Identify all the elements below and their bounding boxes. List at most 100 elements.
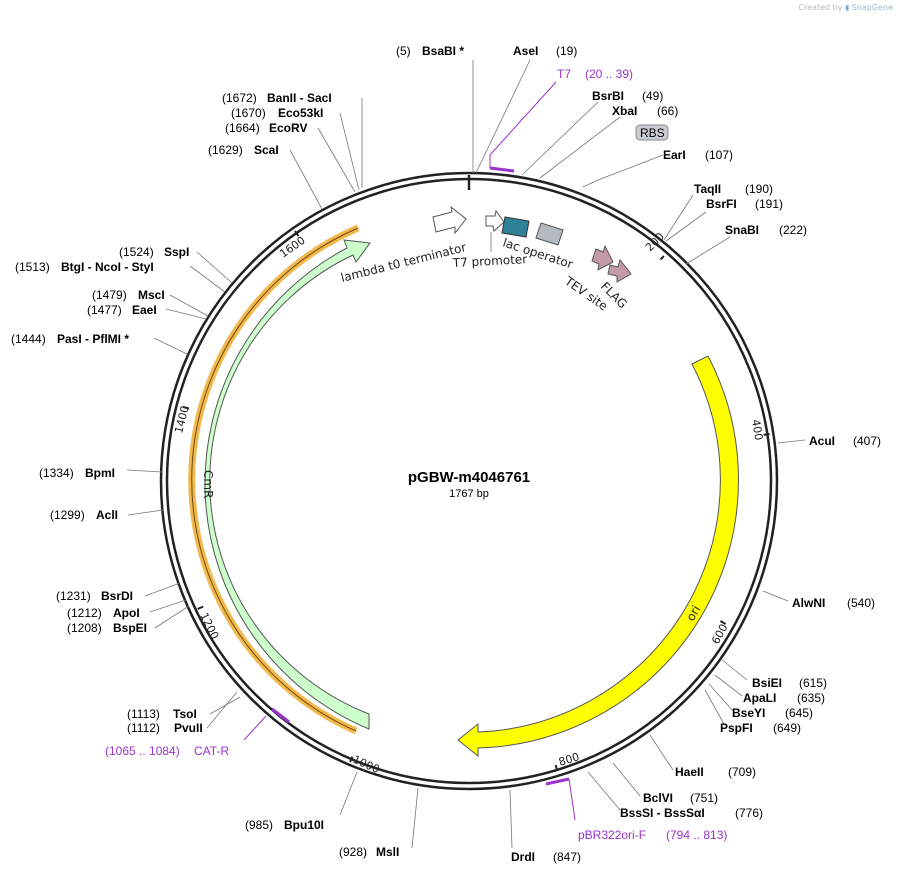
- site-name-asei: AseI: [513, 44, 538, 58]
- site-name-acui: AcuI: [809, 434, 835, 448]
- site-pos-bclvi: (751): [690, 791, 718, 805]
- site-pos-apali: (635): [797, 691, 825, 705]
- tick-400: [763, 433, 770, 436]
- site-pos-acui: (407): [853, 434, 881, 448]
- rbs-label: RBS: [640, 126, 665, 140]
- site-pos-msci: (1479): [92, 288, 127, 302]
- site-name-tsoi: TsoI: [173, 707, 197, 721]
- site-pos-xbai: (66): [657, 104, 678, 118]
- tick-label-600: 600: [709, 622, 730, 647]
- site-name-ecorv: EcoRV: [269, 121, 307, 135]
- tick-600: [719, 620, 727, 625]
- site-pos-pspfi: (649): [773, 721, 801, 735]
- tick-label-1200: 1200: [197, 611, 221, 642]
- site-name-btgi: BtgI - NcoI - StyI: [61, 260, 154, 274]
- site-pos-pasi: (1444): [11, 332, 46, 346]
- site-name-bseyi: BseYI: [732, 706, 765, 720]
- site-name-bpmi: BpmI: [85, 466, 115, 480]
- site-name-msli: MslI: [376, 845, 399, 859]
- site-pos-eari: (107): [705, 148, 733, 162]
- site-pos-alwni: (540): [847, 596, 875, 610]
- site-name-haeii: HaeII: [675, 765, 704, 779]
- site-name-acli: AclI: [96, 508, 118, 522]
- site-name-pvuii: PvuII: [174, 721, 203, 735]
- site-name-banii: BanII - SacI: [267, 91, 332, 105]
- t7-promoter-feature: T7 promoter: [451, 209, 528, 270]
- site-pos-bsssi: (776): [735, 806, 763, 820]
- credit: Created by ◖ SnapGene: [798, 3, 893, 12]
- site-pos-pvuii: (1112): [127, 721, 160, 735]
- tick-label-800: 800: [557, 750, 581, 769]
- site-name-bsrbi: BsrBI: [592, 89, 624, 103]
- primer-pbr322ori-f: pBR322ori-F (794 .. 813): [545, 777, 727, 842]
- primer-pbr322ori-f-label: pBR322ori-F: [578, 828, 646, 842]
- site-name-bspei: BspEI: [113, 621, 147, 635]
- site-pos-asei: (19): [556, 44, 577, 58]
- cmr-highlight-line: [191, 227, 359, 732]
- site-pos-bsrdi: (1231): [56, 589, 91, 603]
- site-pos-eaei: (1477): [87, 303, 122, 317]
- site-pos-bsrbi: (49): [642, 89, 663, 103]
- site-pos-sspi: (1524): [119, 245, 154, 259]
- site-pos-apoi: (1212): [67, 606, 102, 620]
- site-pos-bpu10i: (985): [245, 818, 273, 832]
- primer-pbr322ori-f-range: (794 .. 813): [666, 828, 727, 842]
- tick-1400: [182, 406, 190, 410]
- ori-label: ori: [683, 603, 703, 624]
- primer-t7-label: T7: [557, 67, 571, 81]
- plasmid-length: 1767 bp: [449, 488, 489, 500]
- site-name-bsabi: BsaBI *: [422, 44, 464, 58]
- credit-brand: SnapGene: [851, 3, 893, 12]
- site-pos-banii: (1672): [222, 91, 257, 105]
- tick-1000: [349, 756, 354, 763]
- site-pos-tsoi: (1113): [127, 707, 160, 721]
- credit-prefix: Created by: [798, 3, 843, 12]
- site-pos-bseyi: (645): [785, 706, 813, 720]
- site-name-bclvi: BclVI: [643, 791, 673, 805]
- site-name-scai: ScaI: [254, 143, 279, 157]
- site-name-taqii: TaqII: [694, 182, 721, 196]
- site-name-bpu10i: Bpu10I: [284, 818, 324, 832]
- site-name-eari: EarI: [663, 148, 686, 162]
- tick-label-400: 400: [749, 418, 765, 441]
- cmr-label: CmR: [201, 470, 215, 498]
- site-leader-lines: [126, 59, 806, 849]
- cmr-feature: CmR: [201, 239, 371, 730]
- site-name-bsrfi: BsrFI: [706, 197, 737, 211]
- site-name-xbai: XbaI: [612, 104, 637, 118]
- site-pos-snabi: (222): [779, 223, 807, 237]
- site-pos-drdi: (847): [553, 850, 581, 864]
- site-pos-acli: (1299): [50, 508, 85, 522]
- site-name-msci: MscI: [138, 288, 165, 302]
- site-pos-bsrfi: (191): [755, 197, 783, 211]
- site-pos-bpmi: (1334): [39, 466, 74, 480]
- tick-1200: [197, 605, 204, 610]
- ori-feature: ori: [457, 355, 739, 758]
- primer-t7-range: (20 .. 39): [585, 67, 633, 81]
- tick-200: [659, 255, 665, 261]
- primer-cat-r-range: (1065 .. 1084): [105, 744, 180, 758]
- site-name-alwni: AlwNI: [792, 596, 825, 610]
- site-name-sspi: SspI: [164, 245, 189, 259]
- site-pos-haeii: (709): [728, 765, 756, 779]
- site-pos-bsabi: (5): [396, 44, 411, 58]
- t7-promoter-label: T7 promoter: [451, 252, 527, 270]
- site-name-apoi: ApoI: [113, 606, 140, 620]
- primer-cat-r-label: CAT-R: [194, 744, 229, 758]
- site-pos-btgi: (1513): [15, 260, 50, 274]
- site-pos-bsiei: (615): [799, 676, 827, 690]
- site-name-apali: ApaLI: [743, 691, 776, 705]
- rbs-label-box: [635, 124, 669, 141]
- site-name-bsssi: BssSI - BssSαI: [620, 806, 705, 820]
- site-name-drdi: DrdI: [511, 850, 535, 864]
- site-pos-eco53ki: (1670): [231, 106, 266, 120]
- plasmid-name: pGBW-m4046761: [408, 469, 530, 486]
- primer-t7: T7 (20 .. 39): [489, 67, 633, 173]
- site-name-snabi: SnaBI: [725, 223, 759, 237]
- site-pos-taqii: (190): [745, 182, 773, 196]
- site-pos-msli: (928): [339, 845, 367, 859]
- site-name-pspfi: PspFI: [720, 721, 753, 735]
- site-name-bsrdi: BsrDI: [101, 589, 133, 603]
- site-labels: (5) BsaBI * AseI (19) BsrBI (49) XbaI (6…: [11, 44, 881, 864]
